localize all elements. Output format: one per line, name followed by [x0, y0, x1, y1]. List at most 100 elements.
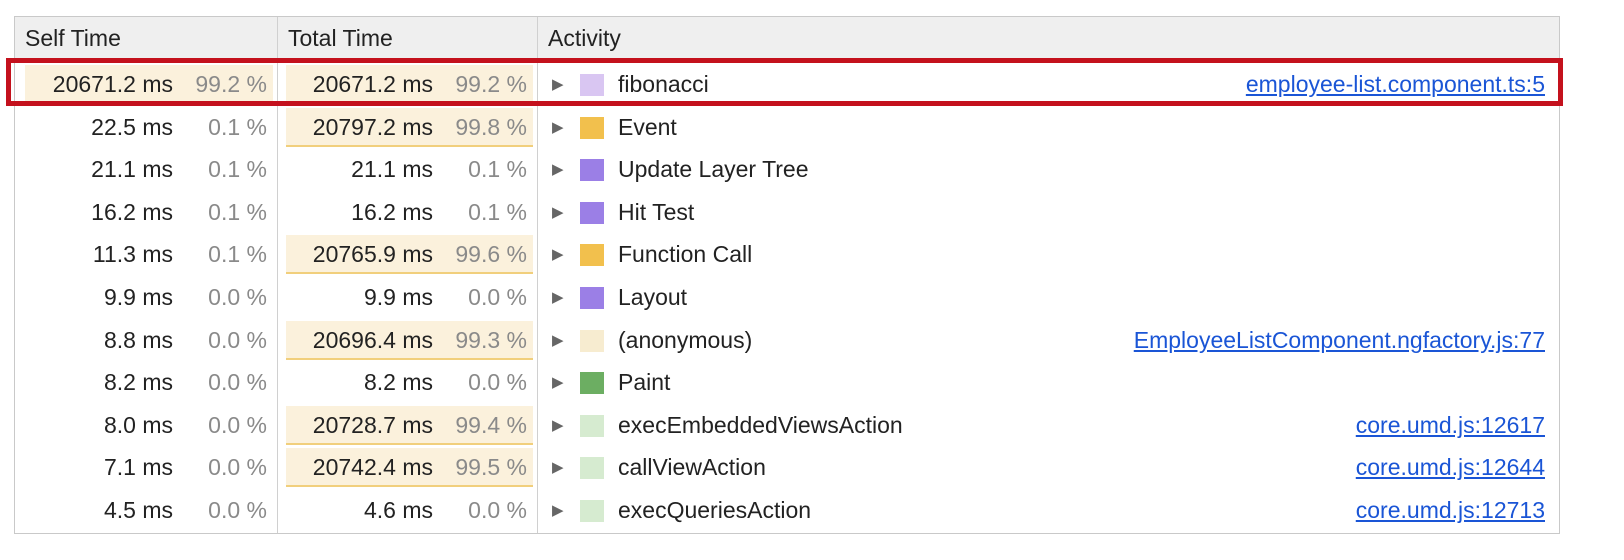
total-time-bar: [286, 448, 533, 488]
self-time-percent: 0.0 %: [208, 326, 267, 353]
category-color-swatch: [580, 244, 604, 267]
activity-cell: ▶ execQueriesAction core.umd.js:12713: [538, 489, 1559, 532]
self-time-ms: 4.5 ms: [103, 497, 173, 523]
self-time-cell: 8.2 ms 0.0 %: [15, 361, 277, 404]
total-time-bar: [286, 405, 533, 445]
source-link[interactable]: core.umd.js:12644: [1355, 454, 1545, 481]
column-header-activity[interactable]: Activity: [548, 25, 621, 51]
total-time-ms: 9.9 ms: [363, 284, 433, 310]
total-time-percent: 0.1 %: [468, 156, 527, 183]
activity-name: execQueriesAction: [618, 497, 812, 523]
self-time-ms: 16.2 ms: [91, 198, 173, 225]
self-time-percent: 0.0 %: [208, 369, 267, 396]
table-header: Self Time Total Time Activity: [15, 17, 1559, 60]
total-time-percent: 99.4 %: [455, 411, 527, 438]
expand-triangle-icon[interactable]: ▶: [552, 161, 564, 179]
self-time-percent: 0.1 %: [208, 198, 267, 225]
total-time-ms: 21.1 ms: [351, 156, 433, 183]
table-row[interactable]: 4.5 ms 0.0 % 4.6 ms 0.0 % ▶ execQueriesAction…: [15, 489, 1559, 532]
self-time-percent: 0.1 %: [208, 156, 267, 183]
activity-name: Hit Test: [618, 198, 695, 225]
activity-cell: ▶Paint: [538, 361, 1559, 404]
bottom-up-table: Self Time Total Time Activity 20671.2 ms…: [14, 16, 1560, 534]
table-row[interactable]: 11.3 ms 0.1 % 20765.9 ms 99.6 % ▶Function Ca…: [15, 233, 1559, 276]
self-time-ms: 9.9 ms: [103, 284, 173, 310]
total-time-ms: 20742.4 ms: [312, 454, 433, 481]
total-time-percent: 0.0 %: [468, 284, 527, 310]
self-time-cell: 9.9 ms 0.0 %: [15, 276, 277, 319]
expand-triangle-icon[interactable]: ▶: [552, 246, 564, 264]
self-time-percent: 0.0 %: [208, 284, 267, 310]
expand-triangle-icon[interactable]: ▶: [552, 416, 564, 434]
self-time-percent: 0.0 %: [208, 497, 267, 523]
source-link[interactable]: EmployeeListComponent.ngfactory.js:77: [1133, 326, 1545, 353]
activity-cell: ▶ execEmbeddedViewsAction core.umd.js:1261…: [538, 404, 1559, 447]
total-time-percent: 99.2 %: [455, 71, 527, 97]
total-time-ms: 8.2 ms: [363, 369, 433, 396]
total-time-ms: 4.6 ms: [363, 497, 433, 523]
table-row[interactable]: 9.9 ms 0.0 % 9.9 ms 0.0 % ▶ Layout: [15, 276, 1559, 319]
source-link[interactable]: core.umd.js:12713: [1355, 497, 1545, 523]
total-time-ms: 16.2 ms: [351, 198, 433, 225]
activity-name: fibonacci: [618, 71, 709, 97]
activity-name: Update Layer Tree: [618, 156, 809, 183]
expand-triangle-icon[interactable]: ▶: [552, 502, 564, 519]
self-time-cell: 4.5 ms 0.0 %: [15, 489, 277, 532]
total-time-cell: 21.1 ms 0.1 %: [278, 148, 537, 191]
category-color-swatch: [580, 201, 604, 224]
total-time-bar: [286, 235, 533, 275]
expand-triangle-icon[interactable]: ▶: [552, 203, 564, 221]
category-color-swatch: [580, 329, 604, 352]
total-time-cell: 9.9 ms 0.0 %: [278, 276, 537, 319]
self-time-percent: 0.0 %: [208, 411, 267, 438]
self-time-percent: 0.1 %: [208, 241, 267, 268]
activity-cell: ▶Function Call: [538, 233, 1559, 276]
self-time-cell: 16.2 ms 0.1 %: [15, 191, 277, 234]
activity-name: callViewAction: [618, 454, 766, 481]
self-time-ms: 8.0 ms: [103, 411, 173, 438]
expand-triangle-icon[interactable]: ▶: [552, 118, 564, 136]
self-time-ms: 8.8 ms: [103, 326, 173, 353]
total-time-percent: 99.6 %: [455, 241, 527, 268]
total-time-cell: 20765.9 ms 99.6 %: [278, 233, 537, 276]
activity-name: Event: [618, 113, 677, 140]
total-time-bar: [286, 320, 533, 360]
total-time-ms: 20765.9 ms: [312, 241, 433, 268]
activity-cell: ▶ Hit Test: [538, 191, 1559, 234]
expand-triangle-icon[interactable]: ▶: [552, 289, 564, 306]
total-time-ms: 20696.4 ms: [312, 326, 433, 353]
activity-cell: ▶ callViewAction core.umd.js:12644: [538, 446, 1559, 489]
source-link[interactable]: employee-list.component.ts:5: [1245, 71, 1545, 97]
expand-triangle-icon[interactable]: ▶: [552, 374, 564, 392]
self-time-ms: 22.5 ms: [91, 113, 173, 140]
activity-name: execEmbeddedViewsAction: [618, 411, 903, 438]
self-time-ms: 8.2 ms: [103, 369, 173, 396]
self-time-ms: 11.3 ms: [92, 241, 173, 268]
total-time-ms: 20797.2 ms: [312, 113, 433, 140]
activity-name: Layout: [618, 284, 688, 310]
source-link[interactable]: core.umd.js:12617: [1355, 411, 1545, 438]
total-time-percent: 99.5 %: [455, 454, 527, 481]
column-header-self-time[interactable]: Self Time: [25, 25, 121, 51]
expand-triangle-icon[interactable]: ▶: [552, 459, 564, 477]
self-time-cell: 8.8 ms 0.0 %: [15, 319, 277, 362]
category-color-swatch: [580, 500, 604, 522]
expand-triangle-icon[interactable]: ▶: [552, 76, 564, 93]
column-header-total-time[interactable]: Total Time: [288, 25, 393, 51]
activity-cell: ▶ Event: [538, 106, 1559, 149]
expand-triangle-icon[interactable]: ▶: [552, 331, 564, 349]
